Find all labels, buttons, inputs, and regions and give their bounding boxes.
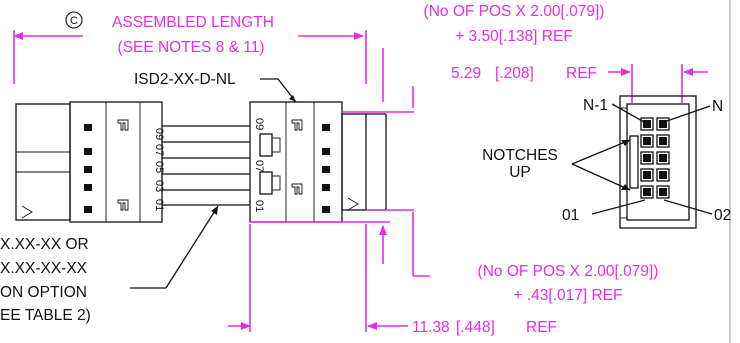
left-pin-09: 09	[153, 128, 165, 140]
top-dimension: (No OF POS X 2.00[.079]) + 3.50[.138] RE…	[382, 3, 605, 108]
part-number-callout: ISD2-XX-D-NL	[134, 71, 297, 103]
length-dimension-value: 11.38	[412, 319, 450, 336]
length-dimension: 11.38 [.448] REF	[228, 224, 557, 336]
note-symbol: C	[70, 15, 78, 27]
assembled-length-label: ASSEMBLED LENGTH	[112, 14, 274, 31]
note-symbol-icon	[65, 11, 83, 29]
left-pin-03: 03	[153, 180, 165, 192]
bottom-dimension-line2: + .43[.017] REF	[514, 287, 623, 304]
top-dimension-line1: (No OF POS X 2.00[.079])	[424, 3, 605, 20]
right-pin-07: 07	[253, 160, 265, 172]
left-note-line3: ON OPTION	[0, 284, 87, 301]
ribbon-cable	[162, 125, 250, 206]
pin-label-n-minus-1: N-1	[583, 97, 608, 114]
width-dimension-suffix: REF	[566, 65, 597, 82]
right-pin-01: 01	[253, 200, 265, 212]
connector-end-view: N-1 N 01 02 NOTCHES UP	[482, 95, 731, 229]
length-dimension-suffix: REF	[526, 319, 557, 336]
left-pin-07: 07	[153, 144, 165, 156]
left-connector: 09 07 05 03 01	[15, 101, 165, 223]
length-dimension-alt: [.448]	[456, 319, 495, 336]
left-note-line1: X.XX-XX OR	[0, 236, 89, 253]
part-number: ISD2-XX-D-NL	[134, 71, 236, 88]
left-note-line2: X.XX-XX-XX	[0, 260, 88, 277]
top-dimension-line2: + 3.50[.138] REF	[455, 28, 573, 45]
width-dimension: 5.29 [.208] REF	[451, 64, 708, 103]
pin-label-n: N	[712, 98, 723, 115]
pin-grid	[640, 117, 670, 199]
notches-label-line1: NOTCHES	[482, 147, 558, 164]
assembled-length-dimension: C ASSEMBLED LENGTH (SEE NOTES 8 & 11)	[13, 11, 367, 84]
left-pin-01: 01	[153, 199, 165, 211]
bottom-dimension: (No OF POS X 2.00[.079]) + .43[.017] REF	[478, 263, 659, 304]
width-dimension-value: 5.29	[451, 65, 481, 82]
length-option-note: X.XX-XX OR X.XX-XX-XX ON OPTION EE TABLE…	[0, 205, 219, 324]
left-note-line4: EE TABLE 2)	[0, 307, 91, 324]
right-pin-09: 09	[253, 118, 265, 130]
pin-label-01: 01	[562, 207, 579, 224]
notches-label-line2: UP	[509, 164, 531, 181]
left-pin-05: 05	[153, 161, 165, 173]
bottom-dimension-line1: (No OF POS X 2.00[.079])	[478, 263, 659, 280]
width-dimension-alt: [.208]	[495, 65, 534, 82]
assembled-length-note: (SEE NOTES 8 & 11)	[117, 39, 264, 56]
right-connector: 09 07 01	[249, 101, 387, 223]
pin-label-02: 02	[714, 207, 731, 224]
